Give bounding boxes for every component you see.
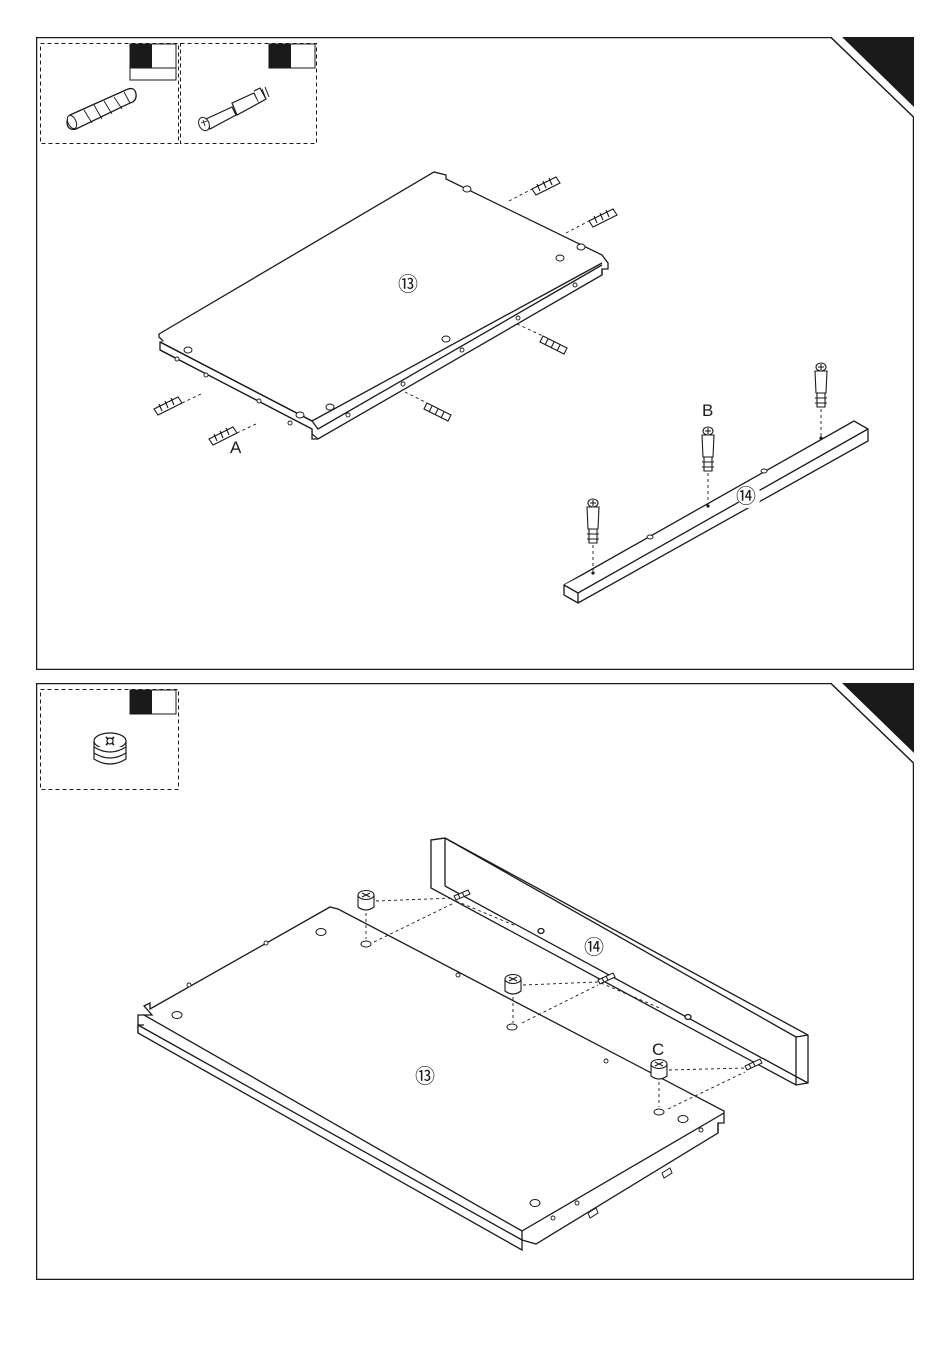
cam-lock-3 (651, 1060, 667, 1080)
cam-bolt-1 (587, 499, 599, 543)
rail-14-label: ⑭ (584, 936, 604, 959)
cam-lock-icon (94, 733, 126, 764)
cam-lock-label-c: C (652, 1040, 664, 1059)
board-13-label: ⑬ (415, 1065, 435, 1088)
cam-lock-1 (358, 891, 374, 911)
board-13-label: ⑬ (398, 273, 418, 296)
rail-14-label: ⑭ (736, 485, 756, 508)
cam-bolt-2 (702, 427, 714, 471)
dowel-label-a: A (230, 438, 242, 457)
cam-bolt-label-b: B (702, 401, 713, 420)
cam-lock-2 (505, 975, 521, 995)
cam-bolt-3 (815, 363, 827, 407)
step-1-panel: ⑬ A ⑭ (36, 37, 914, 670)
step-2-panel: ⑭ ⑬ (36, 683, 914, 1280)
